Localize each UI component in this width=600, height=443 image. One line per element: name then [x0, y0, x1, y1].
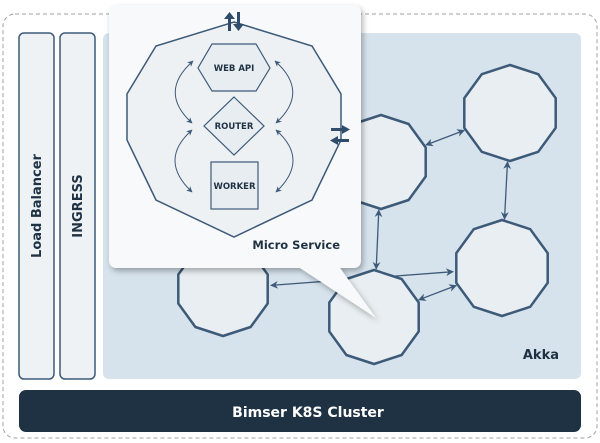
web-api-component: WEB API	[197, 43, 271, 92]
ingress-label: INGRESS	[71, 174, 86, 237]
actor-node-2	[463, 63, 557, 163]
arrow-router-worker-right	[275, 129, 294, 193]
akka-label: Akka	[523, 348, 559, 363]
cluster-bar: Bimser K8S Cluster	[19, 390, 581, 432]
left-right-arrows-icon	[330, 125, 350, 145]
web-api-label: WEB API	[214, 64, 255, 74]
ingress-column: INGRESS	[59, 32, 96, 380]
load-balancer-label: Load Balancer	[30, 153, 45, 258]
cluster-label: Bimser K8S Cluster	[232, 405, 384, 421]
arrow-webapi-router-right	[274, 60, 294, 124]
actor-node-4	[455, 218, 549, 318]
link-node-2-node-1	[425, 129, 465, 147]
micro-service-title: Micro Service	[252, 238, 340, 252]
component-flow-arrows	[174, 60, 294, 193]
link-node-2-node-4	[500, 161, 512, 220]
worker-component: WORKER	[210, 161, 259, 210]
link-node-1-node-3	[372, 209, 383, 270]
router-component: ROUTER	[203, 96, 265, 156]
up-down-arrows-icon	[224, 12, 244, 31]
router-label: ROUTER	[215, 122, 254, 132]
load-balancer-column: Load Balancer	[18, 32, 55, 380]
arrow-webapi-router-left	[174, 60, 194, 124]
worker-label: WORKER	[213, 182, 256, 192]
arrow-router-worker-left	[174, 129, 193, 193]
